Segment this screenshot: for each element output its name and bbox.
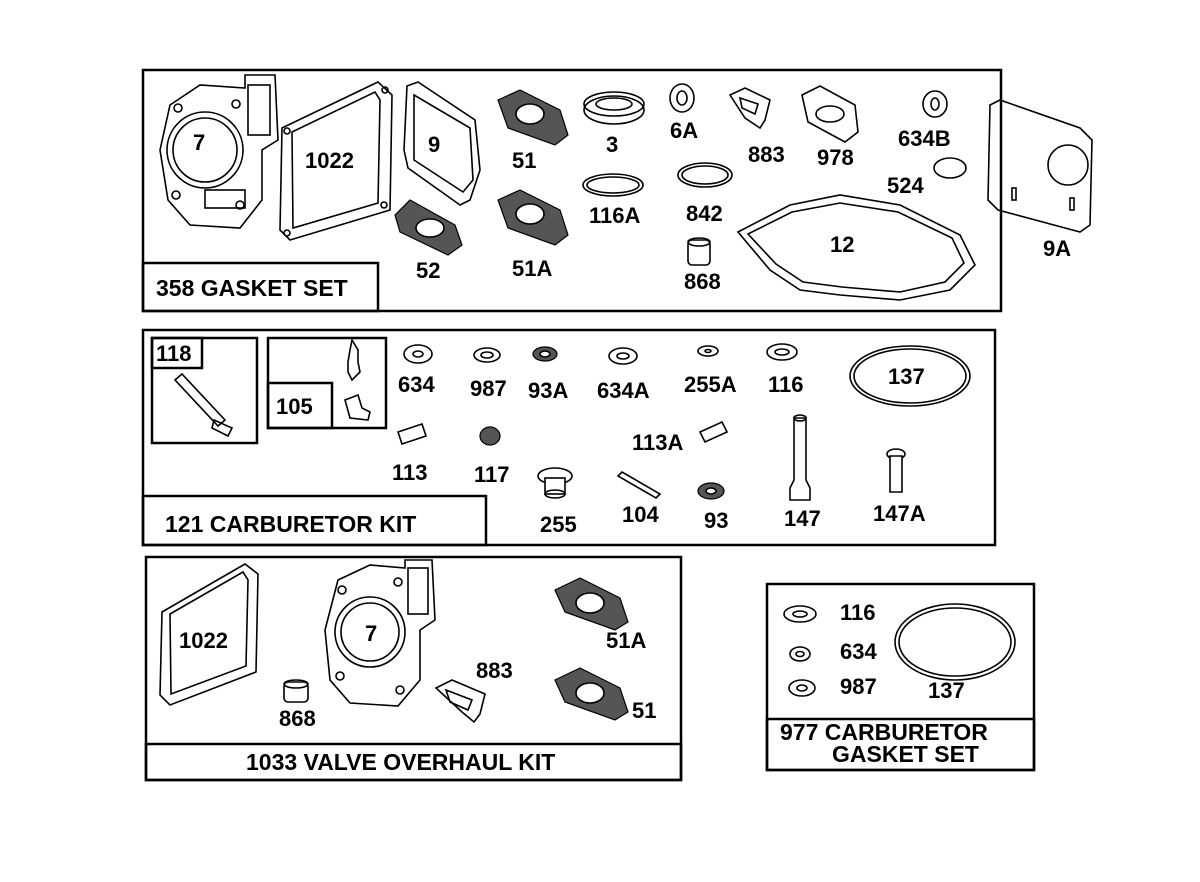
- part-842-oring-icon: [677, 162, 733, 188]
- part-116-washer-icon: [783, 605, 817, 623]
- label-part-978: 978: [817, 145, 854, 170]
- part-137-oring-icon: [894, 603, 1016, 681]
- part-9A-plate-gasket-icon: [987, 99, 1093, 233]
- label-part-883: 883: [748, 142, 785, 167]
- part-117-spring-icon: [479, 426, 501, 446]
- label-part-147: 147: [784, 506, 821, 531]
- part-52-flange-gasket-icon: [394, 199, 463, 256]
- part-524-oring-icon: [933, 157, 967, 179]
- label-part-117: 117: [474, 462, 510, 487]
- label-valve-part-7: 7: [365, 621, 377, 646]
- part-51A-exhaust-gasket-icon: [497, 189, 569, 246]
- part-868-valve-seal-icon: [687, 237, 711, 266]
- label-carb-set-part-987: 987: [840, 674, 877, 699]
- part-93-washer-icon: [697, 482, 725, 500]
- label-part-255A: 255A: [684, 372, 737, 397]
- label-part-868: 868: [684, 269, 721, 294]
- part-1022-cover-gasket-icon: [159, 563, 259, 706]
- label-part-137: 137: [888, 364, 925, 389]
- part-3-oil-seal-icon: [583, 91, 645, 125]
- label-part-634B: 634B: [898, 126, 951, 151]
- label-part-113A: 113A: [632, 430, 683, 455]
- part-1022-cover-gasket-icon: [279, 81, 393, 241]
- label-part-113: 113: [392, 460, 428, 485]
- part-634-washer-icon: [403, 344, 433, 364]
- part-113A-screw-icon: [698, 420, 729, 444]
- label-part-524: 524: [887, 173, 924, 198]
- part-147-emulsion-tube-icon: [789, 414, 811, 501]
- label-part-105: 105: [276, 394, 313, 419]
- label-valve-part-1022: 1022: [179, 628, 228, 653]
- label-valve-part-868: 868: [279, 706, 316, 731]
- label-carb-set-part-634: 634: [840, 639, 877, 664]
- part-116-washer-icon: [766, 343, 798, 361]
- part-105-needle-seat-icon: [344, 337, 371, 421]
- part-51A-exhaust-gasket-icon: [554, 577, 629, 631]
- label-part-116: 116: [768, 372, 804, 397]
- label-part-51: 51: [512, 148, 536, 173]
- part-868-valve-seal-icon: [283, 679, 309, 703]
- part-634-washer-icon: [789, 646, 811, 662]
- part-987-washer-icon: [473, 347, 501, 363]
- label-part-1022: 1022: [305, 148, 354, 173]
- carburetor-kit-title: 121 CARBURETOR KIT: [165, 511, 416, 537]
- part-7-cylinder-head-gasket-icon: [159, 74, 279, 229]
- part-978-gasket-icon: [801, 85, 859, 143]
- part-104-pin-icon: [616, 470, 662, 500]
- label-part-51A: 51A: [512, 256, 552, 281]
- carb-gasket-set-title-line2: GASKET SET: [832, 741, 979, 767]
- label-part-147A: 147A: [873, 501, 926, 526]
- carb-gasket-set-panel: 977 CARBURETOR GASKET SET 116 634 987 13…: [765, 582, 1036, 772]
- label-valve-part-51A: 51A: [606, 628, 646, 653]
- valve-kit-panel: 1033 VALVE OVERHAUL KIT 1022 7 883 868: [144, 555, 683, 782]
- label-part-6A: 6A: [670, 118, 698, 143]
- label-part-634A: 634A: [597, 378, 650, 403]
- part-12-crankcase-gasket-icon: [736, 194, 976, 301]
- carburetor-kit-panel: 121 CARBURETOR KIT 118 105 634 987 93A 6…: [141, 328, 997, 547]
- label-part-104: 104: [622, 502, 659, 527]
- label-part-7: 7: [193, 130, 205, 155]
- label-part-9: 9: [428, 132, 440, 157]
- part-137-oring-icon: [849, 345, 971, 407]
- part-147A-jet-screw-icon: [886, 448, 906, 493]
- label-carb-set-part-116: 116: [840, 600, 876, 625]
- label-part-52: 52: [416, 258, 440, 283]
- part-987-washer-icon: [788, 679, 816, 697]
- gasket-set-panel: 358 GASKET SET 7 1022 9: [141, 68, 1093, 313]
- part-255-bushing-icon: [537, 467, 573, 499]
- carb-gasket-set-title-line1: 977 CARBURETOR: [780, 719, 988, 745]
- label-part-93: 93: [704, 508, 728, 533]
- gasket-set-title: 358 GASKET SET: [156, 275, 348, 301]
- label-part-3: 3: [606, 132, 618, 157]
- part-7-cylinder-head-gasket-icon: [324, 559, 436, 707]
- part-9-gasket-icon: [403, 81, 481, 206]
- part-93A-washer-icon: [532, 346, 558, 362]
- label-part-255: 255: [540, 512, 577, 537]
- part-883-gasket-icon: [728, 87, 771, 130]
- part-116A-oring-icon: [582, 173, 644, 197]
- part-51-exhaust-gasket-icon: [497, 89, 569, 146]
- label-part-12: 12: [830, 232, 854, 257]
- label-valve-part-883: 883: [476, 658, 513, 683]
- label-part-116A: 116A: [589, 203, 640, 228]
- part-51-exhaust-gasket-icon: [554, 667, 629, 721]
- label-carb-set-part-137: 137: [928, 678, 965, 703]
- valve-kit-title: 1033 VALVE OVERHAUL KIT: [246, 749, 555, 775]
- part-118-needle-valve-icon: [173, 372, 234, 438]
- label-part-118: 118: [156, 341, 192, 366]
- part-255A-washer-icon: [697, 345, 719, 357]
- label-part-634: 634: [398, 372, 435, 397]
- part-113-screw-icon: [396, 422, 428, 446]
- part-6A-washer-icon: [669, 83, 695, 113]
- part-634A-washer-icon: [608, 347, 638, 365]
- label-part-93A: 93A: [528, 378, 568, 403]
- label-part-987: 987: [470, 376, 507, 401]
- part-883-gasket-icon: [434, 679, 486, 724]
- label-part-9A: 9A: [1043, 236, 1071, 261]
- label-valve-part-51: 51: [632, 698, 656, 723]
- part-634B-washer-icon: [922, 90, 948, 118]
- label-part-842: 842: [686, 201, 723, 226]
